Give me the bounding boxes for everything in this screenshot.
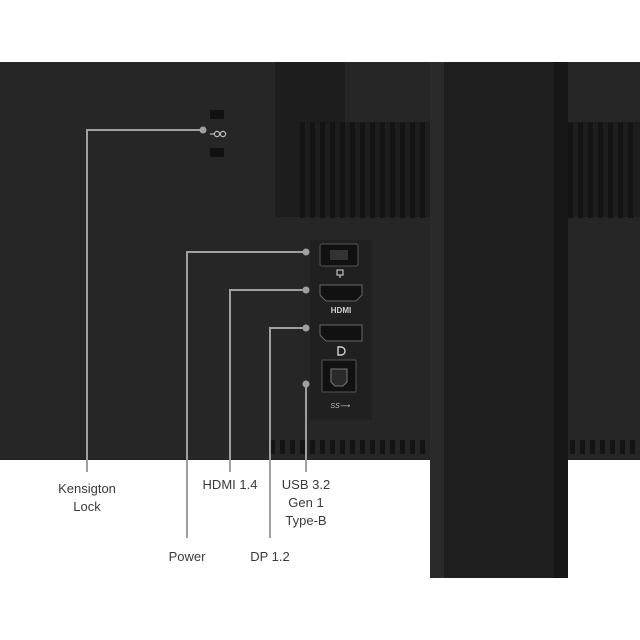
kensington-slot-bottom xyxy=(210,148,224,157)
vent-slot xyxy=(618,122,623,218)
vent-slot xyxy=(290,440,295,454)
monitor-stand xyxy=(430,62,568,578)
vent-slot xyxy=(320,122,325,218)
vent-slot xyxy=(360,440,365,454)
kensington-lock-label: Kensigton Lock xyxy=(46,480,128,516)
vent-slot xyxy=(620,440,625,454)
usb-ss-logo-icon: SS⟶ xyxy=(330,403,350,410)
kensington-callout-line xyxy=(86,129,203,472)
vent-slot xyxy=(410,122,415,218)
hdmi-callout-dot xyxy=(302,286,310,294)
power-port-inner xyxy=(330,250,348,260)
label-line: HDMI 1.4 xyxy=(202,477,258,492)
callout-dots xyxy=(199,126,310,388)
usb-b-port-inner xyxy=(330,368,348,387)
vent-slot xyxy=(330,122,335,218)
vent-slot xyxy=(420,122,425,218)
power-callout-dot xyxy=(302,248,310,256)
vent-slot xyxy=(350,440,355,454)
label-line: Gen 1 xyxy=(288,495,324,510)
vent-slot xyxy=(410,440,415,454)
vent-grille xyxy=(300,122,425,218)
vent-slot xyxy=(380,440,385,454)
vent-slot xyxy=(610,440,615,454)
vent-slot xyxy=(310,440,315,454)
vent-slot xyxy=(380,122,385,218)
upper-recess-step xyxy=(345,62,435,122)
kensington-slot-top xyxy=(210,110,224,119)
kensington-callout-dot xyxy=(199,126,207,134)
vent-slot xyxy=(400,440,405,454)
vent-slot xyxy=(570,440,575,454)
stand-edge-highlight xyxy=(430,62,444,578)
vent-slot xyxy=(588,122,593,218)
vent-slot xyxy=(628,122,633,218)
power-icon xyxy=(336,269,344,278)
hdmi-callout-line xyxy=(229,289,306,472)
displayport-logo-icon xyxy=(337,346,346,356)
vent-slot xyxy=(608,122,613,218)
dp-callout-dot xyxy=(302,324,310,332)
label-line: Power xyxy=(168,549,206,564)
stand-edge-shadow xyxy=(554,62,568,578)
hdmi-port xyxy=(319,284,363,302)
vent-slot xyxy=(390,440,395,454)
dp-label: DP 1.2 xyxy=(236,548,304,566)
vent-slot xyxy=(400,122,405,218)
hdmi-label: HDMI 1.4 xyxy=(190,476,270,494)
vent-slot xyxy=(280,440,285,454)
upper-recess-step-right xyxy=(568,62,640,122)
vent-slot xyxy=(370,440,375,454)
label-line: Type-B xyxy=(285,513,327,528)
vent-slot xyxy=(300,440,305,454)
kensington-lock-icon xyxy=(210,130,227,138)
label-line: USB 3.2 xyxy=(281,477,331,492)
dp-callout-line xyxy=(269,327,306,538)
displayport-port xyxy=(319,324,363,342)
usb-callout-dot xyxy=(302,380,310,388)
vent-slot xyxy=(580,440,585,454)
power-callout-line xyxy=(186,251,306,538)
label-line: DP 1.2 xyxy=(250,549,290,564)
vent-slot xyxy=(300,122,305,218)
vent-slot xyxy=(590,440,595,454)
usb-label: USB 3.2 Gen 1 Type-B xyxy=(272,476,340,530)
vent-slot xyxy=(330,440,335,454)
vent-slot xyxy=(270,440,275,454)
vent-slot xyxy=(370,122,375,218)
hdmi-logo-icon: HDMI xyxy=(331,306,351,315)
label-line: Kensigton xyxy=(58,481,116,496)
label-line: Lock xyxy=(73,499,101,514)
vent-slot xyxy=(350,122,355,218)
vent-slot xyxy=(420,440,425,454)
vent-slot xyxy=(390,122,395,218)
vent-slot xyxy=(600,440,605,454)
vent-grille xyxy=(568,122,633,218)
vent-slot xyxy=(320,440,325,454)
vent-slot xyxy=(340,122,345,218)
vent-slot xyxy=(340,440,345,454)
vent-slot xyxy=(310,122,315,218)
vent-slot xyxy=(630,440,635,454)
vent-slot xyxy=(568,122,573,218)
callout-lines xyxy=(86,129,307,538)
power-label: Power xyxy=(152,548,222,566)
vent-slot xyxy=(360,122,365,218)
vent-slot xyxy=(598,122,603,218)
vent-slot xyxy=(578,122,583,218)
